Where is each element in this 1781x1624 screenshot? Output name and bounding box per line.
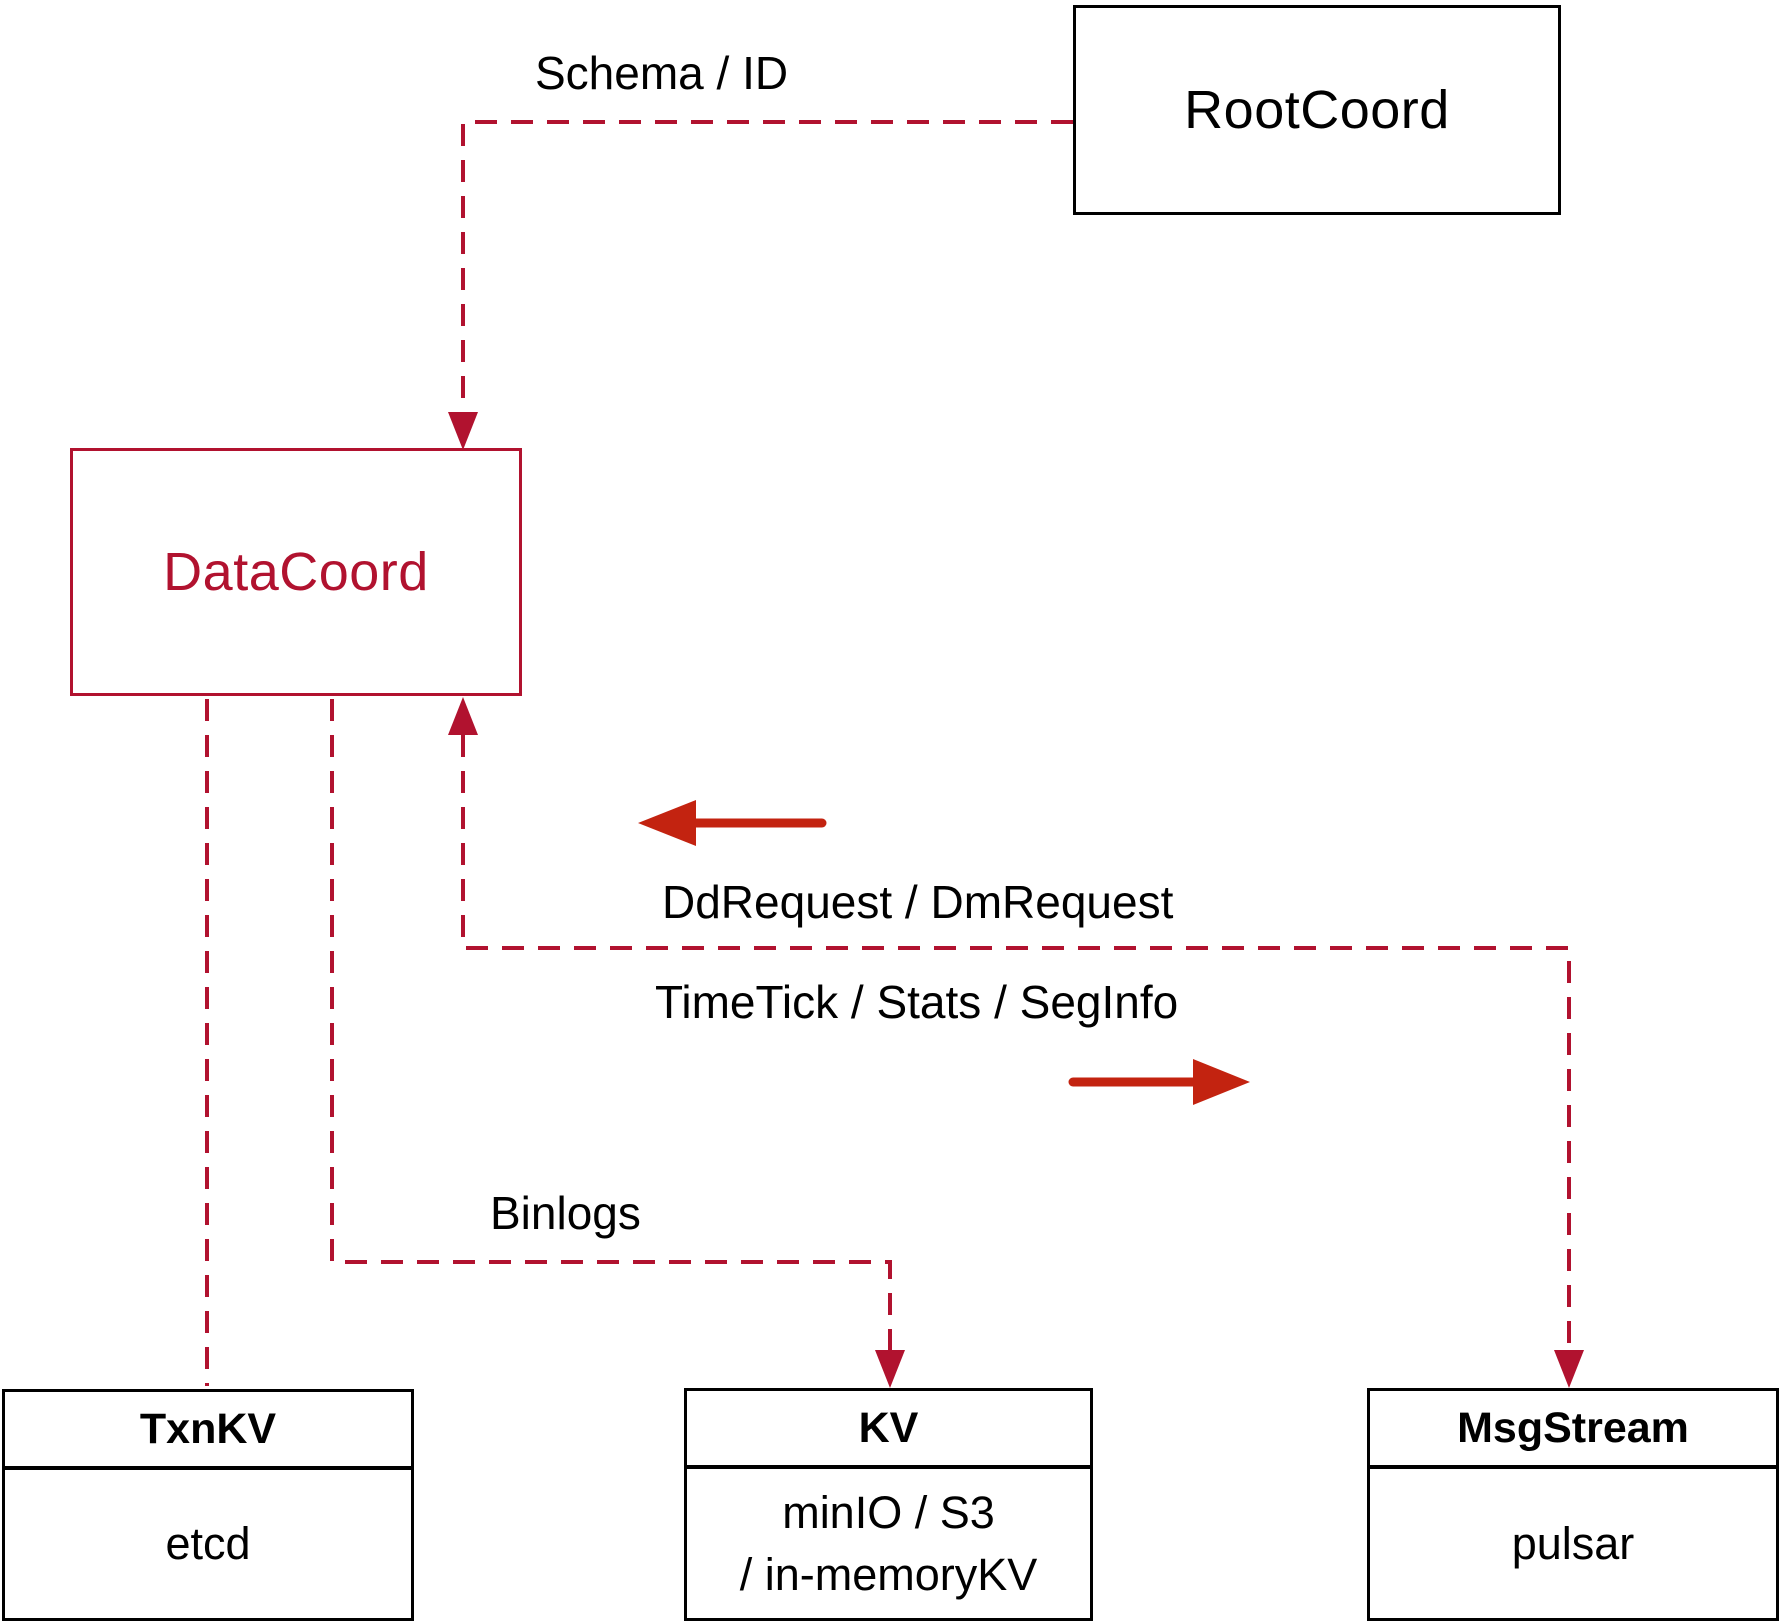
node-kv-body: minIO / S3 / in-memoryKV [687,1469,1090,1618]
node-msgstream-title: MsgStream [1370,1391,1776,1469]
edge-label-time-tick: TimeTick / Stats / SegInfo [655,976,1179,1028]
edge-binlogs-arrowhead-down-icon [875,1350,905,1388]
edge-label-dd-request: DdRequest / DmRequest [662,876,1174,928]
edge-schema-id-line [461,120,1073,412]
node-kv: KV minIO / S3 / in-memoryKV [684,1388,1093,1621]
edge-bus-line [461,735,1571,1350]
node-rootcoord-label: RootCoord [1184,80,1450,140]
node-msgstream-body: pulsar [1511,1517,1635,1569]
edge-schema-id-arrowhead-down-icon [448,412,478,450]
node-kv-title: KV [687,1391,1090,1469]
edge-bus-arrowhead-down-icon [1554,1350,1584,1388]
node-datacoord-label: DataCoord [163,542,429,602]
node-kv-body-line2: / in-memoryKV [739,1548,1038,1600]
direction-arrow-right-icon [1068,1059,1250,1105]
node-datacoord: DataCoord [70,448,522,696]
node-rootcoord: RootCoord [1073,5,1561,215]
edge-label-binlogs: Binlogs [490,1187,641,1239]
direction-arrow-left-icon [638,800,827,846]
node-msgstream: MsgStream pulsar [1367,1388,1779,1621]
node-kv-body-line1: minIO / S3 [782,1486,995,1538]
node-txnkv-title: TxnKV [5,1392,411,1470]
node-txnkv: TxnKV etcd [2,1389,414,1621]
node-txnkv-body: etcd [165,1518,251,1569]
edge-binlogs-line [330,699,892,1350]
edge-bus-arrowhead-up-icon [448,697,478,735]
edge-label-schema-id: Schema / ID [535,47,789,99]
